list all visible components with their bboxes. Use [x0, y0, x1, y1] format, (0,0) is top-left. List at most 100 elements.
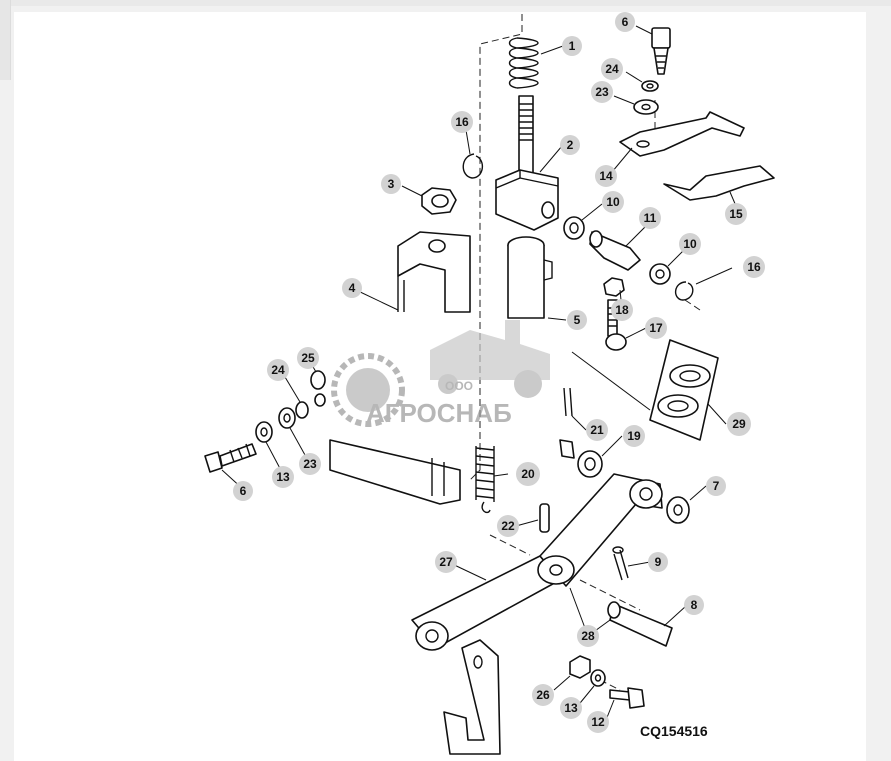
callout-7: 7: [706, 476, 726, 496]
svg-text:8: 8: [691, 598, 698, 612]
watermark-brand: АГРОСНАБ: [366, 398, 512, 428]
rod-bracket-part-2: [495, 95, 559, 231]
callout-2: 2: [560, 135, 580, 155]
callout-18: 18: [611, 299, 633, 321]
bolt-part-12: [609, 687, 645, 709]
plate-part-14: [619, 111, 745, 157]
spring-part-1: [508, 37, 539, 89]
callout-23-left: 23: [299, 453, 321, 475]
washer-part-13-left: [255, 421, 273, 443]
bolt-part-6-left: [204, 443, 257, 473]
callout-16-left: 16: [451, 111, 473, 133]
svg-text:2: 2: [567, 138, 574, 152]
svg-text:5: 5: [574, 313, 581, 327]
svg-text:24: 24: [271, 363, 285, 377]
callout-3: 3: [381, 174, 401, 194]
svg-text:23: 23: [595, 85, 609, 99]
bushing-part-10-left: [563, 216, 585, 240]
callout-4: 4: [342, 278, 362, 298]
svg-text:12: 12: [591, 715, 605, 729]
bolt-part-6-top: [651, 27, 671, 75]
washer-part-19: [559, 439, 603, 478]
svg-text:28: 28: [581, 629, 595, 643]
svg-text:10: 10: [683, 237, 697, 251]
svg-text:18: 18: [615, 303, 629, 317]
callout-16-right: 16: [743, 256, 765, 278]
washer-part-23-left: [278, 407, 296, 429]
svg-text:20: 20: [521, 467, 535, 481]
callout-15: 15: [725, 203, 747, 225]
svg-text:10: 10: [606, 195, 620, 209]
shaft-part-5: [507, 236, 553, 319]
svg-text:27: 27: [439, 555, 453, 569]
svg-text:3: 3: [388, 177, 395, 191]
svg-text:6: 6: [622, 15, 629, 29]
callout-13-left: 13: [272, 466, 294, 488]
svg-text:19: 19: [627, 429, 641, 443]
svg-text:29: 29: [732, 417, 746, 431]
svg-text:16: 16: [455, 115, 469, 129]
pin-part-8: [607, 601, 673, 647]
svg-text:13: 13: [276, 470, 290, 484]
pin-part-11: [589, 230, 641, 271]
ring-part-25: [310, 370, 326, 407]
callout-12: 12: [587, 711, 609, 733]
callout-21: 21: [586, 419, 608, 441]
bushing-part-10-right: [649, 263, 671, 285]
left-scroll-strip: [0, 0, 11, 80]
callout-10-right: 10: [679, 233, 701, 255]
callout-5: 5: [567, 310, 587, 330]
base-plate: [329, 439, 461, 505]
washer-part-24-left: [295, 401, 309, 419]
bracket-part-4: [397, 231, 471, 313]
svg-text:11: 11: [644, 211, 657, 225]
svg-text:21: 21: [590, 423, 604, 437]
nut-part-18: [603, 277, 625, 297]
svg-text:7: 7: [713, 479, 720, 493]
callout-13-right: 13: [560, 697, 582, 719]
washer-part-13-right: [590, 669, 606, 687]
plate-part-15: [663, 165, 775, 201]
callout-25: 25: [297, 347, 319, 369]
svg-text:4: 4: [349, 281, 356, 295]
callout-24-left: 24: [267, 359, 289, 381]
callout-20: 20: [516, 462, 540, 486]
callout-27: 27: [435, 551, 457, 573]
agrosnab-watermark: ООО АГРОСНАБ: [331, 320, 550, 428]
svg-text:6: 6: [240, 484, 247, 498]
nut-part-3: [421, 187, 457, 215]
callout-1: 1: [562, 36, 582, 56]
svg-text:13: 13: [564, 701, 578, 715]
seal-kit-part-29: [571, 339, 719, 441]
pedal-bracket: [443, 639, 501, 755]
spring-part-20: [475, 446, 495, 514]
washers-top-24-23: [633, 80, 659, 115]
svg-text:24: 24: [605, 62, 619, 76]
washer-part-7: [666, 496, 690, 524]
callout-19: 19: [623, 425, 645, 447]
callout-29: 29: [727, 412, 751, 436]
svg-text:26: 26: [536, 688, 550, 702]
callout-11: 11: [639, 207, 661, 229]
svg-text:16: 16: [747, 260, 761, 274]
cotter-pin-part-21: [563, 387, 573, 417]
pin-part-22: [539, 503, 550, 533]
callout-6-left: 6: [233, 481, 253, 501]
svg-text:9: 9: [655, 555, 662, 569]
callout-17: 17: [645, 317, 667, 339]
drawing-code: CQ154516: [640, 723, 708, 739]
callout-24-top: 24: [601, 58, 623, 80]
top-border: [0, 0, 891, 6]
cotter-pin-part-9: [612, 546, 629, 581]
callout-6-top: 6: [615, 12, 635, 32]
svg-text:15: 15: [729, 207, 743, 221]
svg-text:22: 22: [501, 519, 515, 533]
callout-23-top: 23: [591, 81, 613, 103]
callout-10-left: 10: [602, 191, 624, 213]
nut-part-26: [569, 655, 591, 679]
svg-text:25: 25: [301, 351, 315, 365]
lever-arm-part-28: [537, 473, 663, 587]
svg-text:1: 1: [569, 39, 576, 53]
svg-text:17: 17: [649, 321, 663, 335]
